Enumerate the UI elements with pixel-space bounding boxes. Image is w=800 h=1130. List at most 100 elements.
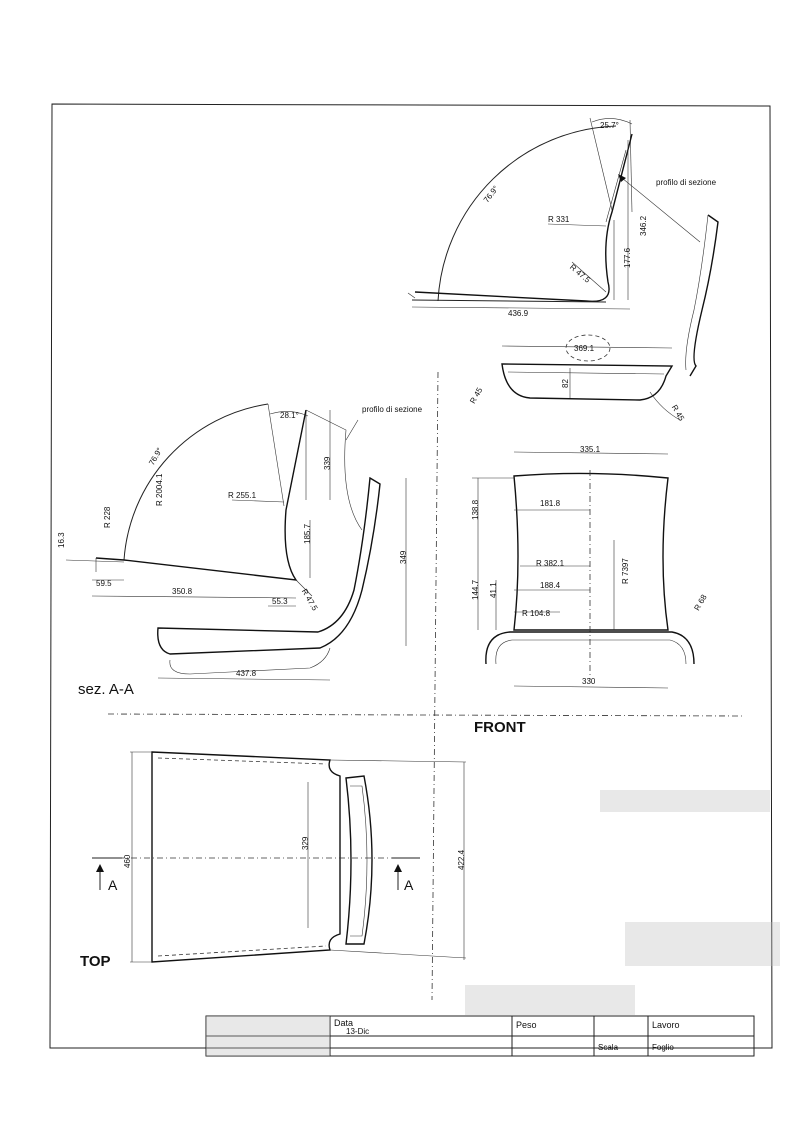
top-back-inner [350, 785, 368, 937]
dim-55-label: 55.3 [272, 597, 288, 606]
top-title: TOP [80, 953, 111, 970]
top-view: 460 329 422.4 A A TOP [80, 751, 467, 970]
arc-angle-label: 76.9° [147, 446, 164, 467]
radius-104-label: R 104.8 [522, 609, 551, 618]
radius-7397-label: R 7397 [621, 558, 630, 584]
dim-line-350 [91, 595, 297, 599]
dim-82-label: 82 [561, 379, 570, 388]
dim-line-436 [411, 306, 631, 310]
front-frame-inner [495, 639, 687, 665]
side-view: 25.7° 76.9° profilo di sezione R 331 R 4… [407, 117, 719, 377]
side-profile-outer [414, 133, 633, 303]
scan-smudge [465, 985, 635, 1015]
radius-382-label: R 382.1 [536, 559, 565, 568]
angle-ref-line [629, 119, 633, 213]
date-value: 13-Dic [346, 1027, 369, 1036]
radius-leader [547, 223, 607, 227]
dim-335-label: 335.1 [580, 445, 601, 454]
length-436-label: 436.9 [508, 309, 529, 318]
dim-329-label: 329 [301, 836, 310, 850]
top-hidden-line [157, 757, 327, 765]
dim-16-label: 16.3 [57, 532, 66, 548]
section-marker-right: A [404, 877, 414, 893]
side-arc [437, 125, 617, 302]
dim-line-330 [513, 685, 669, 689]
seat-shell-section [157, 476, 381, 655]
radius-45-left: R 45 [468, 386, 485, 406]
dim-line-335 [513, 451, 669, 455]
title-block: Data 13-Dic Peso Lavoro Scala Foglio [205, 1015, 755, 1057]
arrowhead [394, 864, 402, 872]
angle-28-label: 28.1° [280, 411, 299, 420]
dim-ext-line [329, 949, 467, 959]
seat-shell-inner [507, 371, 665, 375]
seat-shell-bottom [169, 647, 331, 675]
angle-ref-line [267, 403, 285, 507]
arrowhead [96, 864, 104, 872]
height-346-label: 346.2 [639, 215, 648, 236]
section-arc [123, 403, 269, 561]
top-back-rest [345, 775, 373, 945]
radius-2004-label: R 2004.1 [155, 473, 164, 506]
radius-68-label: R 68 [692, 593, 709, 613]
dim-181-label: 181.8 [540, 499, 561, 508]
radius-45-right: R 45 [670, 403, 687, 423]
front-view: 335.1 181.8 188.4 R 382.1 R 7397 R 104.8… [471, 445, 709, 736]
dim-185-label: 185.7 [303, 523, 312, 544]
front-frame-outer [485, 631, 695, 665]
profile-label: profilo di sezione [656, 178, 717, 187]
scan-smudge [206, 1016, 330, 1056]
section-marker-left: A [108, 877, 118, 893]
scale-label: Scala [598, 1043, 619, 1052]
section-title: sez. A-A [78, 681, 134, 698]
radius-47-label: R 47.5 [300, 587, 320, 612]
dim-line-437 [157, 677, 331, 681]
dim-41-label: 41.1 [489, 582, 498, 598]
circled-dimension [565, 334, 611, 362]
back-profile-outer [689, 214, 719, 377]
height-177-label: 177.6 [623, 247, 632, 268]
scan-smudge [600, 790, 770, 812]
side-base-tick [407, 292, 416, 299]
work-label: Lavoro [652, 1020, 680, 1030]
side-profile-inner [605, 149, 627, 223]
front-outline [513, 472, 669, 631]
dim-349-label: 349 [399, 550, 408, 564]
weight-label: Peso [516, 1020, 537, 1030]
drawing-border [49, 103, 773, 1049]
dim-339-label: 339 [323, 456, 332, 470]
dim-437-label: 437.8 [236, 669, 257, 678]
radius-45-arc [649, 391, 681, 421]
radius-47-label: R 47.5 [568, 263, 592, 285]
dim-460-label: 460 [123, 854, 132, 868]
section-a-a-view: 28.1° 76.9° profilo di sezione R 2004.1 … [57, 403, 423, 698]
dim-330-label: 330 [582, 677, 596, 686]
dim-188-label: 188.4 [540, 581, 561, 590]
radius-leader [571, 261, 607, 293]
top-outline [151, 751, 341, 963]
dim-ext-line [329, 759, 467, 763]
section-back-line [305, 409, 363, 531]
angle-25-label: 25.7° [600, 121, 619, 130]
radius-255-label: R 255.1 [228, 491, 257, 500]
view-separator-vertical [431, 371, 439, 1001]
angle-ref-line [589, 117, 613, 211]
profile-leader [621, 177, 701, 243]
radius-331-label: R 331 [548, 215, 570, 224]
front-title: FRONT [474, 719, 526, 736]
dim-422-label: 422.4 [457, 849, 466, 870]
top-hidden-line [157, 945, 327, 957]
profile-leader [345, 419, 359, 441]
arrowhead [618, 174, 626, 182]
back-profile-inner [685, 214, 709, 371]
base-line [65, 559, 125, 563]
dim-59-label: 59.5 [96, 579, 112, 588]
profile-label: profilo di sezione [362, 405, 423, 414]
scan-smudge [625, 922, 780, 966]
angle-arc [591, 118, 633, 125]
dim-144-label: 144.7 [471, 579, 480, 600]
sheet-label: Foglio [652, 1043, 674, 1052]
date-label: Data [334, 1018, 353, 1028]
seat-shell-outline [501, 363, 674, 401]
